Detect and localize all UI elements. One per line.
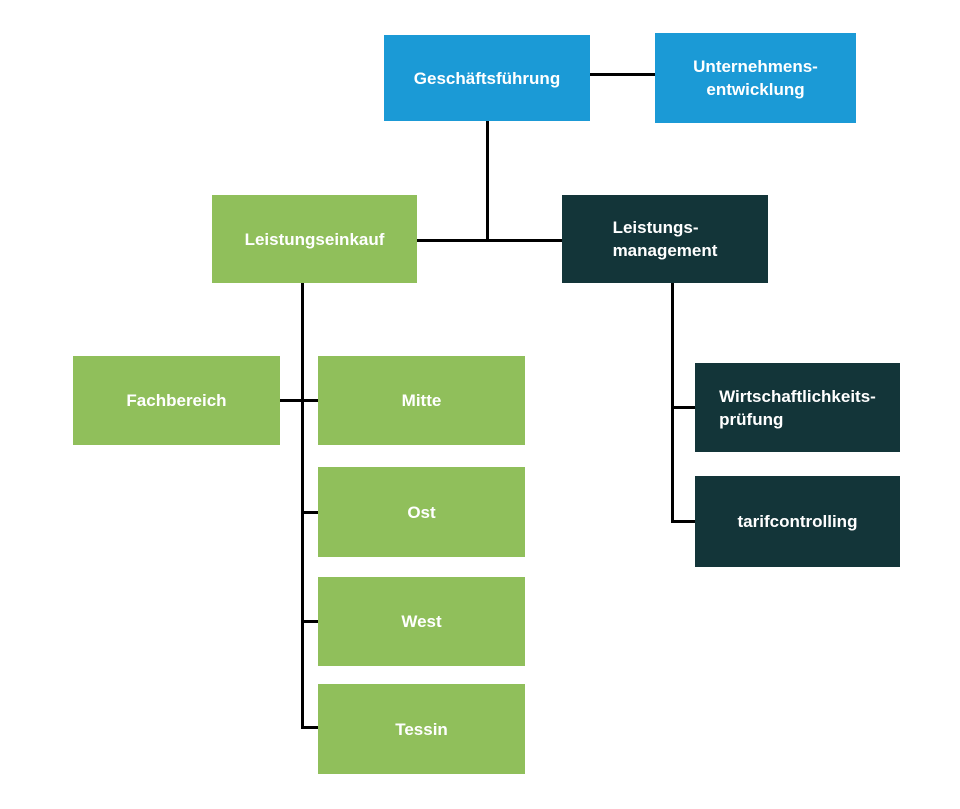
node-label-line1: Wirtschaftlichkeits- — [719, 386, 876, 406]
connector-leistungseinkauf-leistungsmanagement — [417, 239, 562, 242]
node-west: West — [318, 577, 525, 666]
node-label: West — [401, 612, 442, 631]
connector-leistungseinkauf-trunk — [301, 283, 304, 729]
connector-stub-tarifcontrolling — [671, 520, 695, 523]
node-label: Ost — [407, 502, 436, 522]
node-tessin: Tessin — [318, 684, 525, 774]
node-label: Tessin — [395, 719, 448, 739]
node-unternehmensentwicklung: Unternehmens- entwicklung — [655, 33, 856, 123]
connector-stub-ost — [301, 511, 318, 514]
node-label: Geschäftsführung — [413, 68, 561, 88]
node-label: Fachbereich — [126, 391, 227, 410]
node-label-line1: Leistungs- — [612, 218, 699, 237]
node-label: Leistungseinkauf — [244, 229, 385, 249]
connector-stub-tessin — [301, 726, 318, 729]
node-geschaeftsfuehrung: Geschäftsführung — [384, 35, 590, 121]
node-label: tarifcontrolling — [737, 512, 858, 531]
node-wirtschaftlichkeitspruefung: Wirtschaftlichkeits- prüfung — [695, 363, 900, 452]
node-fachbereich: Fachbereich — [73, 356, 280, 445]
node-label: Mitte — [401, 391, 442, 410]
node-tarifcontrolling: tarifcontrolling — [695, 476, 900, 567]
node-mitte: Mitte — [318, 356, 525, 445]
node-leistungsmanagement: Leistungs- management — [562, 195, 768, 283]
connector-stub-west — [301, 620, 318, 623]
node-ost: Ost — [318, 467, 525, 557]
connector-geschaeftsfuehrung-down — [486, 121, 489, 242]
connector-stub-wirtschaftlichkeitspruefung — [671, 406, 695, 409]
connector-fachbereich-mitte — [280, 399, 318, 402]
connector-geschaeftsfuehrung-unternehmensentwicklung — [590, 73, 655, 76]
node-label-line1: Unternehmens- — [693, 57, 818, 76]
node-leistungseinkauf: Leistungseinkauf — [212, 195, 417, 283]
node-label-line2: entwicklung — [706, 80, 805, 99]
node-label-line2: prüfung — [719, 409, 784, 429]
connector-leistungsmanagement-trunk — [671, 283, 674, 523]
node-label-line2: management — [612, 241, 718, 260]
